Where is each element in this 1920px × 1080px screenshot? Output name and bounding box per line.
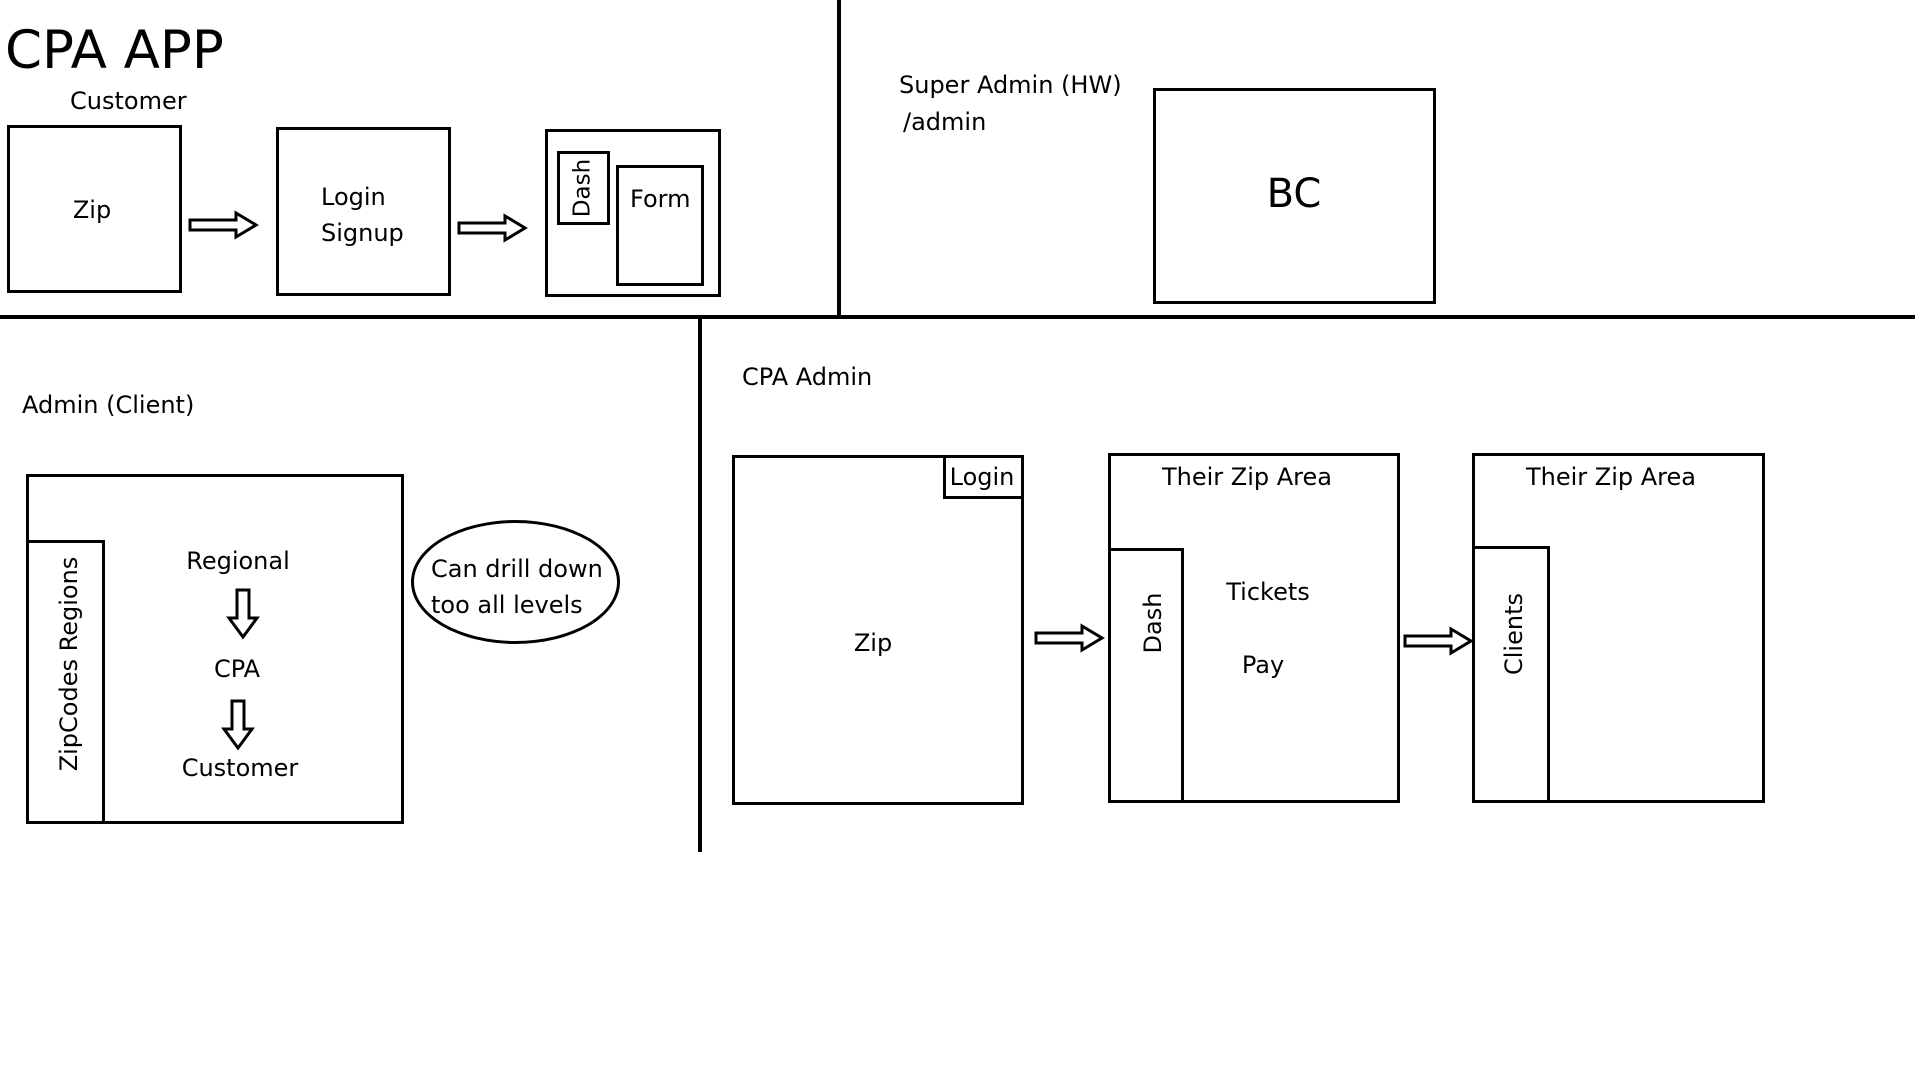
super-admin-path: /admin [903, 108, 987, 136]
cpa-admin-dash-sidebar-label: Dash [1139, 592, 1167, 654]
cpa-admin-tickets-label: Tickets [1226, 578, 1310, 606]
bottom-vertical-divider [698, 317, 702, 852]
customer-dash-panel [557, 151, 610, 225]
cpa-admin-clients-sidebar-label: Clients [1500, 593, 1528, 675]
cpa-admin-clients-sidebar [1472, 546, 1550, 803]
super-admin-bc-box [1153, 88, 1436, 304]
admin-client-section-label: Admin (Client) [22, 391, 195, 419]
right-arrow-icon [457, 213, 528, 243]
customer-zip-box [7, 125, 182, 293]
cpa-admin-zip-label: Zip [853, 629, 893, 657]
super-admin-bc-label: BC [1266, 171, 1322, 217]
customer-section-label: Customer [70, 87, 187, 115]
customer-form-label: Form [630, 185, 691, 213]
admin-client-sidebar [26, 540, 105, 824]
customer-zip-label: Zip [72, 196, 112, 224]
customer-signup-label: Signup [321, 219, 404, 247]
admin-level-customer: Customer [181, 754, 299, 782]
horizontal-divider [0, 315, 1915, 319]
right-arrow-icon [1403, 626, 1474, 656]
down-arrow-icon [226, 588, 260, 640]
cpa-admin-login-corner [943, 455, 1024, 499]
cpa-admin-clients-header: Their Zip Area [1525, 463, 1697, 491]
drill-down-note-line1: Can drill down [431, 555, 603, 583]
down-arrow-icon [221, 699, 255, 751]
cpa-admin-section-label: CPA Admin [742, 363, 873, 391]
cpa-admin-pay-label: Pay [1241, 651, 1285, 679]
admin-client-sidebar-label: ZipCodes Regions [55, 556, 83, 772]
admin-level-regional: Regional [186, 547, 290, 575]
right-arrow-icon [188, 210, 259, 240]
super-admin-section-label: Super Admin (HW) [899, 71, 1122, 99]
cpa-admin-dash-sidebar [1108, 548, 1184, 803]
top-vertical-divider [837, 0, 841, 317]
customer-form-panel [616, 165, 704, 286]
customer-login-signup-box [276, 127, 451, 296]
drill-down-note-oval [411, 520, 620, 644]
right-arrow-icon [1034, 623, 1105, 653]
cpa-admin-dash-header: Their Zip Area [1161, 463, 1333, 491]
drill-down-note-line2: too all levels [431, 591, 583, 619]
customer-login-label: Login [321, 183, 386, 211]
cpa-admin-login-label: Login [949, 463, 1015, 491]
page-title: CPA APP [5, 20, 224, 81]
admin-level-cpa: CPA [213, 655, 261, 683]
customer-dash-label: Dash [569, 158, 596, 218]
cpa-admin-zip-box [732, 455, 1024, 805]
